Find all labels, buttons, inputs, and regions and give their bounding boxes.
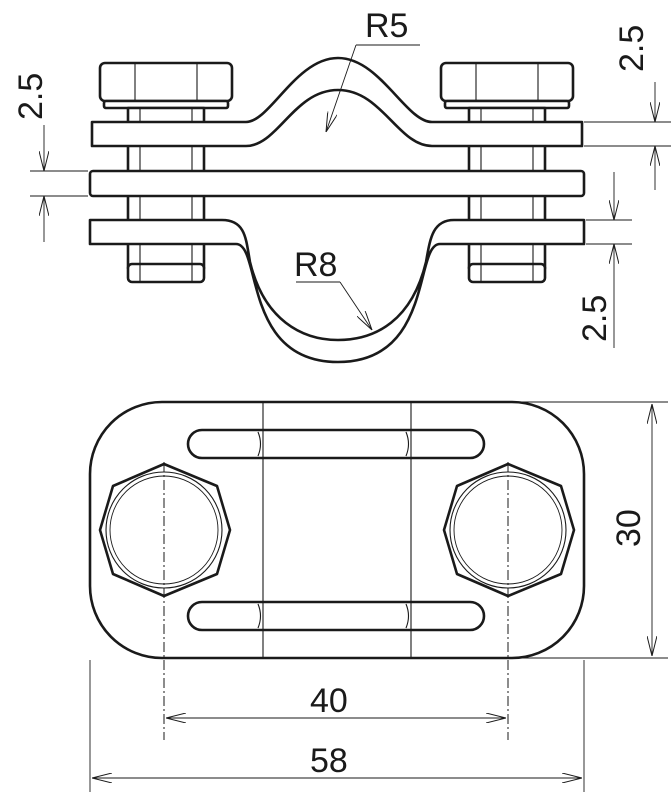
base-plate-outline: [88, 400, 586, 660]
right-hex-nut: [442, 462, 576, 740]
label-radius-top: R5: [365, 7, 408, 45]
top-view: 30 40 58: [88, 400, 668, 792]
lower-saddle: [88, 218, 586, 364]
label-radius-bottom: R8: [294, 246, 337, 284]
side-view: R5 R8 2.5 2.5 2.5: [12, 7, 671, 364]
label-bolt-spacing: 40: [310, 682, 348, 720]
left-hex-nut: [98, 462, 232, 740]
top-clamp-plate: [90, 56, 584, 148]
label-height: 30: [610, 509, 648, 547]
label-thickness-upper: 2.5: [613, 25, 651, 72]
label-overall-length: 58: [310, 742, 348, 780]
label-thickness-lower: 2.5: [576, 295, 614, 342]
middle-plate: [88, 169, 586, 198]
label-thickness-left: 2.5: [12, 73, 50, 120]
lower-slot: [186, 600, 486, 632]
upper-slot: [186, 428, 486, 460]
